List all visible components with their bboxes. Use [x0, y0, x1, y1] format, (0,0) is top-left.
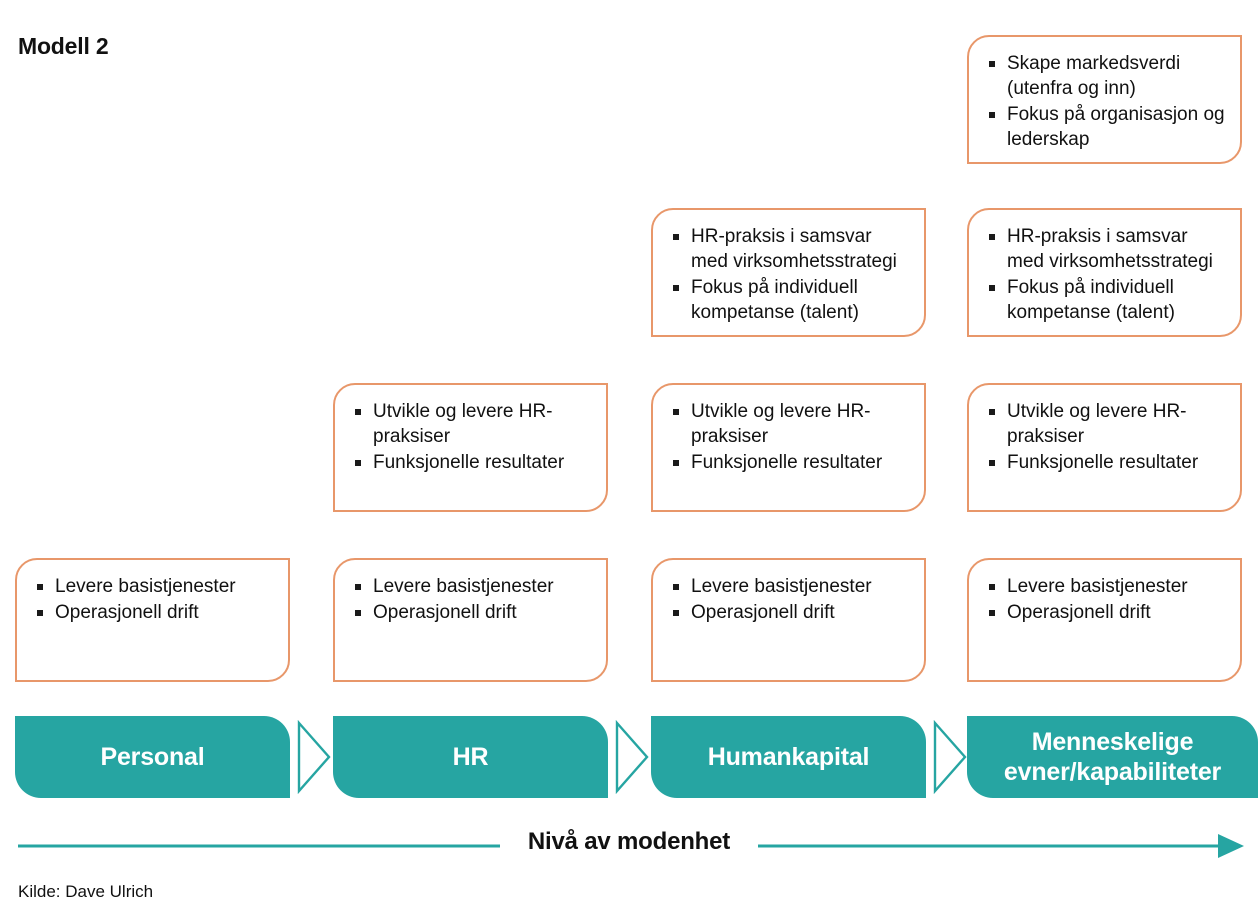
list-item: Operasjonell drift — [985, 600, 1228, 625]
list-item: Fokus på individuell kompetanse (talent) — [985, 275, 1228, 325]
list-item: Operasjonell drift — [351, 600, 594, 625]
list-item-label: Funksjonelle resultater — [1007, 452, 1199, 473]
card-basistjenester-col3: Levere basistjenester Operasjonell drift — [651, 558, 926, 682]
bullet-square-icon — [989, 112, 995, 118]
card-bullet-list: HR-praksis i samsvar med virksomhetsstra… — [669, 224, 912, 325]
maturity-axis — [18, 834, 1244, 858]
list-item: Utvikle og levere HR-praksiser — [985, 399, 1228, 449]
card-virksomhetsstrategi-col3: HR-praksis i samsvar med virksomhetsstra… — [651, 208, 926, 337]
list-item-label: Skape markedsverdi (utenfra og inn) — [1007, 53, 1181, 99]
list-item-label: Utvikle og levere HR-praksiser — [691, 401, 871, 447]
bullet-square-icon — [989, 409, 995, 415]
list-item-label: Fokus på individuell kompetanse (talent) — [1007, 277, 1175, 323]
bullet-square-icon — [989, 460, 995, 466]
bullet-square-icon — [37, 610, 43, 616]
list-item: Operasjonell drift — [669, 600, 912, 625]
bullet-square-icon — [673, 285, 679, 291]
card-hr-praksiser-col4: Utvikle og levere HR-praksiser Funksjone… — [967, 383, 1242, 512]
card-hr-praksiser-col2: Utvikle og levere HR-praksiser Funksjone… — [333, 383, 608, 512]
list-item-label: Levere basistjenester — [373, 576, 554, 597]
bullet-square-icon — [673, 610, 679, 616]
stage-banner-menneskelige-evner[interactable]: Menneskelige evner/kapabiliteter — [967, 716, 1258, 798]
stage-label: HR — [452, 743, 489, 771]
bullet-square-icon — [989, 285, 995, 291]
stage-label: Humankapital — [707, 743, 870, 771]
list-item: Utvikle og levere HR-praksiser — [669, 399, 912, 449]
bullet-square-icon — [673, 234, 679, 240]
list-item-label: Utvikle og levere HR-praksiser — [373, 401, 553, 447]
stage-label: Personal — [100, 743, 205, 771]
list-item: Utvikle og levere HR-praksiser — [351, 399, 594, 449]
list-item-label: Operasjonell drift — [1007, 602, 1151, 623]
card-bullet-list: Levere basistjenester Operasjonell drift — [33, 574, 276, 625]
list-item-label: Operasjonell drift — [55, 602, 199, 623]
list-item: Funksjonelle resultater — [985, 450, 1228, 475]
card-bullet-list: Utvikle og levere HR-praksiser Funksjone… — [985, 399, 1228, 475]
list-item: HR-praksis i samsvar med virksomhetsstra… — [985, 224, 1228, 274]
stage-banner-hr[interactable]: HR — [333, 716, 608, 798]
card-basistjenester-col2: Levere basistjenester Operasjonell drift — [333, 558, 608, 682]
chevron-right-icon-1 — [297, 720, 331, 794]
list-item: Levere basistjenester — [351, 574, 594, 599]
card-bullet-list: Utvikle og levere HR-praksiser Funksjone… — [669, 399, 912, 475]
list-item: HR-praksis i samsvar med virksomhetsstra… — [669, 224, 912, 274]
list-item: Funksjonelle resultater — [351, 450, 594, 475]
list-item: Fokus på organisasjon og lederskap — [985, 102, 1228, 152]
card-virksomhetsstrategi-col4: HR-praksis i samsvar med virksomhetsstra… — [967, 208, 1242, 337]
card-bullet-list: Utvikle og levere HR-praksiser Funksjone… — [351, 399, 594, 475]
card-basistjenester-col1: Levere basistjenester Operasjonell drift — [15, 558, 290, 682]
list-item-label: HR-praksis i samsvar med virksomhetsstra… — [1007, 226, 1213, 272]
card-bullet-list: Levere basistjenester Operasjonell drift — [669, 574, 912, 625]
bullet-square-icon — [37, 584, 43, 590]
list-item-label: Operasjonell drift — [691, 602, 835, 623]
bullet-square-icon — [355, 584, 361, 590]
bullet-square-icon — [989, 234, 995, 240]
bullet-square-icon — [355, 409, 361, 415]
bullet-square-icon — [355, 460, 361, 466]
list-item: Operasjonell drift — [33, 600, 276, 625]
list-item: Levere basistjenester — [33, 574, 276, 599]
list-item: Skape markedsverdi (utenfra og inn) — [985, 51, 1228, 101]
list-item-label: Levere basistjenester — [55, 576, 236, 597]
bullet-square-icon — [673, 460, 679, 466]
bullet-square-icon — [989, 61, 995, 67]
card-bullet-list: Skape markedsverdi (utenfra og inn) Foku… — [985, 51, 1228, 152]
bullet-square-icon — [673, 584, 679, 590]
bullet-square-icon — [355, 610, 361, 616]
list-item-label: Funksjonelle resultater — [373, 452, 565, 473]
list-item-label: Levere basistjenester — [1007, 576, 1188, 597]
list-item-label: Operasjonell drift — [373, 602, 517, 623]
list-item: Levere basistjenester — [985, 574, 1228, 599]
list-item-label: Funksjonelle resultater — [691, 452, 883, 473]
list-item-label: Fokus på organisasjon og lederskap — [1007, 104, 1225, 150]
bullet-square-icon — [989, 584, 995, 590]
stage-banner-personal[interactable]: Personal — [15, 716, 290, 798]
chevron-right-icon-3 — [933, 720, 967, 794]
card-basistjenester-col4: Levere basistjenester Operasjonell drift — [967, 558, 1242, 682]
card-bullet-list: HR-praksis i samsvar med virksomhetsstra… — [985, 224, 1228, 325]
card-markedsverdi-col4: Skape markedsverdi (utenfra og inn) Foku… — [967, 35, 1242, 164]
bullet-square-icon — [673, 409, 679, 415]
list-item-label: Fokus på individuell kompetanse (talent) — [691, 277, 859, 323]
chevron-right-icon-2 — [615, 720, 649, 794]
stage-label: Menneskelige evner/kapabiliteter — [1003, 728, 1222, 786]
list-item: Funksjonelle resultater — [669, 450, 912, 475]
page-title: Modell 2 — [18, 33, 109, 59]
list-item-label: Utvikle og levere HR-praksiser — [1007, 401, 1187, 447]
card-bullet-list: Levere basistjenester Operasjonell drift — [351, 574, 594, 625]
list-item-label: Levere basistjenester — [691, 576, 872, 597]
card-bullet-list: Levere basistjenester Operasjonell drift — [985, 574, 1228, 625]
list-item-label: HR-praksis i samsvar med virksomhetsstra… — [691, 226, 897, 272]
stage-banner-humankapital[interactable]: Humankapital — [651, 716, 926, 798]
list-item: Fokus på individuell kompetanse (talent) — [669, 275, 912, 325]
bullet-square-icon — [989, 610, 995, 616]
source-note: Kilde: Dave Ulrich — [18, 882, 154, 901]
card-hr-praksiser-col3: Utvikle og levere HR-praksiser Funksjone… — [651, 383, 926, 512]
list-item: Levere basistjenester — [669, 574, 912, 599]
